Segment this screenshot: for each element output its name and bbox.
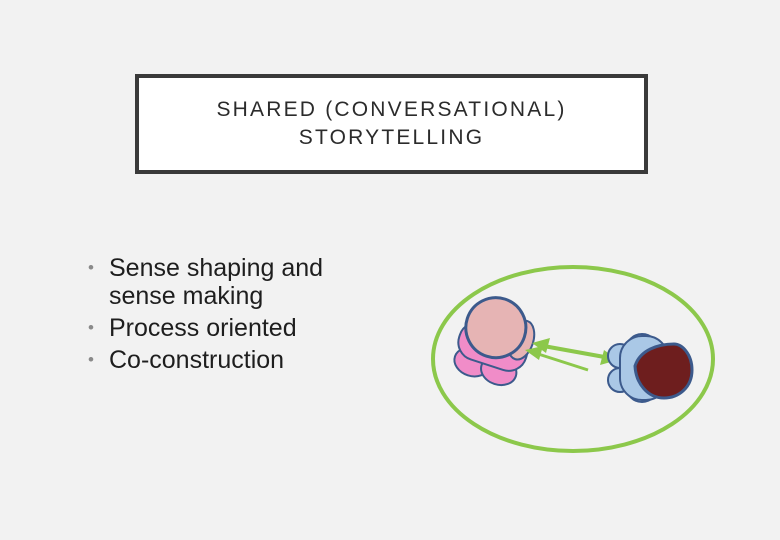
shared-space-circle-icon (431, 265, 715, 453)
person-left-icon (453, 296, 536, 387)
shared-storytelling-illustration (431, 265, 715, 453)
bullet-text: Process oriented (109, 314, 297, 342)
bullet-dot-icon: • (88, 318, 94, 337)
bullet-text: Co-construction (109, 346, 285, 374)
bullet-dot-icon: • (88, 350, 94, 369)
person-right-icon (607, 333, 694, 403)
title-line-1: SHARED (CONVERSATIONAL) (216, 98, 567, 121)
title-box: SHARED (CONVERSATIONAL) STORYTELLING (135, 74, 648, 174)
bullet-text: Sense shaping and sense making (109, 254, 324, 310)
bullet-dot-icon: • (88, 258, 94, 277)
bullet-item: • Process oriented (88, 314, 348, 342)
double-arrow-icon (525, 338, 618, 372)
bullet-list: • Sense shaping and sense making • Proce… (88, 254, 348, 378)
title-line-2: STORYTELLING (298, 126, 485, 149)
bullet-item: • Sense shaping and sense making (88, 254, 348, 310)
bullet-item: • Co-construction (88, 346, 348, 374)
